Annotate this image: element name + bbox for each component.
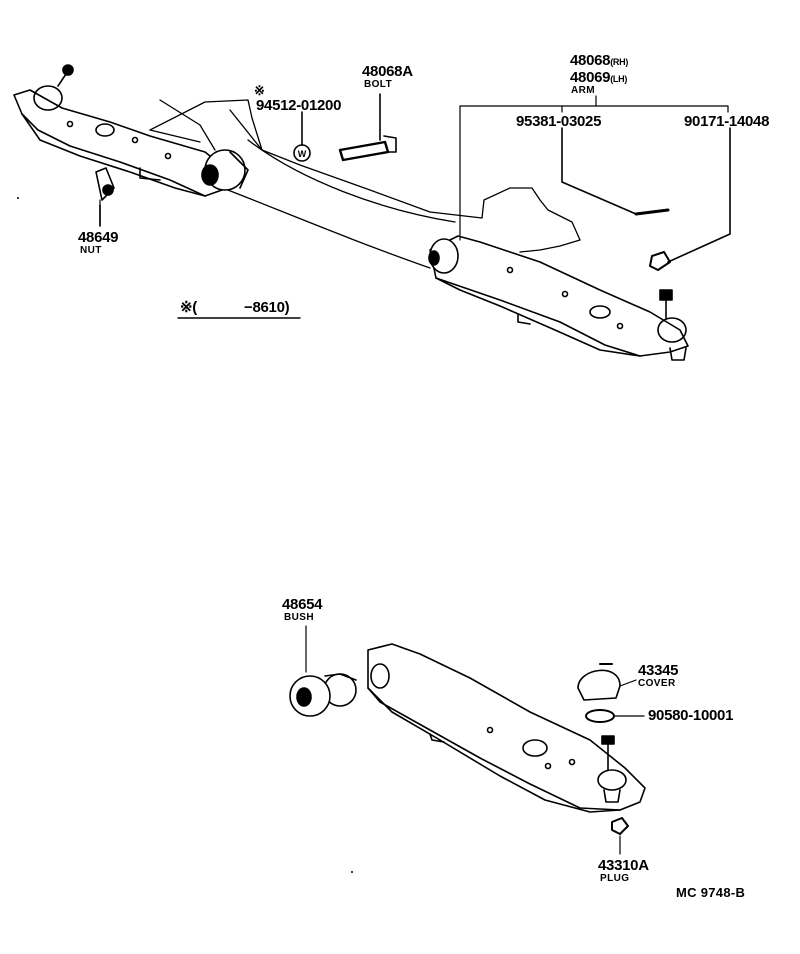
pin-95381-part: [561, 127, 670, 216]
bolt-part-number: 48068A: [362, 63, 413, 80]
cover-name: COVER: [638, 678, 676, 689]
plug-name: PLUG: [600, 873, 630, 884]
diagram-reference: MC 9748-B: [676, 885, 746, 900]
bolt-48068a-part: [338, 93, 397, 162]
arm-rh-suffix: (RH): [610, 57, 629, 67]
arm-lh-number: 48069: [570, 69, 611, 86]
nut-name: NUT: [80, 245, 102, 256]
arm-rh-part-number: 48068(RH): [570, 53, 628, 68]
bush-name: BUSH: [284, 612, 314, 623]
speck: [17, 197, 19, 199]
washer-mark: ※: [254, 83, 265, 98]
lower-arm-lower-right: [428, 235, 689, 361]
ring-90580-part: [585, 709, 645, 723]
pin-part-number: 95381-03025: [516, 113, 602, 130]
arm-rh-number: 48068: [570, 52, 611, 69]
lower-arm-upper-left: [13, 64, 249, 197]
lower-arm-bottom: [367, 643, 646, 813]
washer-94512-part: [293, 111, 311, 162]
washer-letter: W: [298, 149, 307, 159]
cover-43345-part: [577, 663, 637, 701]
bolt-name: BOLT: [364, 79, 393, 90]
bush-part-number: 48654: [282, 596, 323, 613]
arm-name: ARM: [571, 85, 595, 96]
arm-callout-lines: [459, 95, 729, 241]
plug-43310a-part: [611, 817, 629, 855]
plug-part-number: 43310A: [598, 857, 649, 874]
frame-outline: [149, 99, 581, 269]
arm-lh-suffix: (LH): [610, 74, 628, 84]
washer-part-number: 94512-01200: [256, 97, 342, 114]
note-value: −8610): [244, 299, 290, 316]
nut-part-number: 48649: [78, 229, 119, 246]
note-symbol: ※(: [180, 299, 197, 316]
cover-part-number: 43345: [638, 662, 679, 679]
speck: [351, 871, 353, 873]
nut2-part-number: 90171-14048: [684, 113, 770, 130]
bush-48654-part: [289, 625, 357, 717]
arm-lh-part-number: 48069(LH): [570, 70, 627, 85]
nut-90171-part: [649, 127, 731, 271]
ring-part-number: 90580-10001: [648, 707, 734, 724]
nut-48649-part: [95, 167, 115, 227]
